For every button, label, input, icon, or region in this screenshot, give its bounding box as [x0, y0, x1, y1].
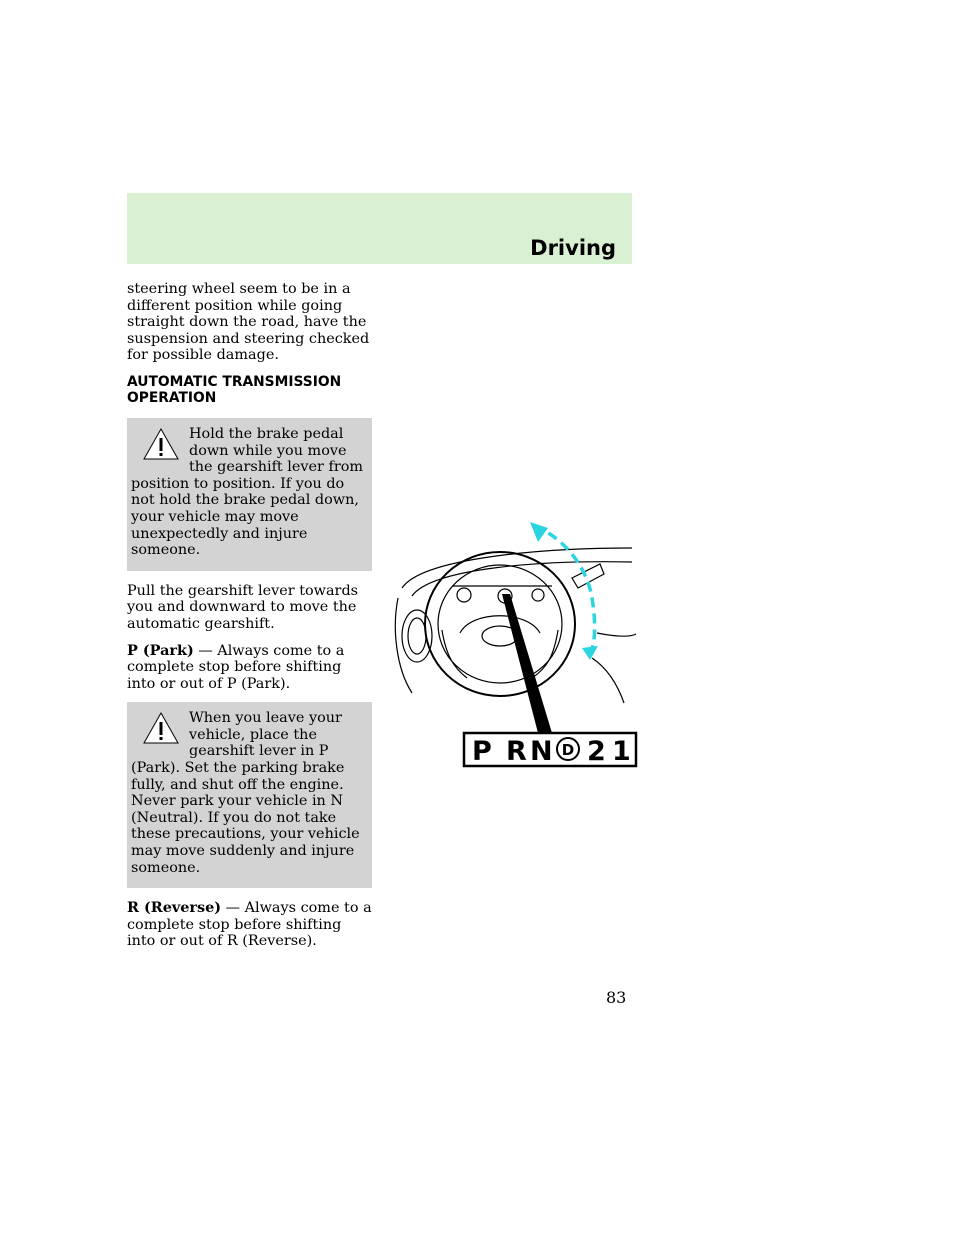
gear-d: D	[562, 741, 574, 759]
warning-text-2: When you leave your vehicle, place the g…	[131, 710, 360, 876]
section-title: Driving	[530, 236, 616, 260]
page-number: 83	[606, 988, 627, 1007]
reverse-term: R (Reverse)	[127, 899, 222, 917]
paragraph-park: P (Park) — Always come to a complete sto…	[127, 641, 372, 693]
gear-n: N	[530, 736, 553, 767]
section-heading: AUTOMATIC TRANSMISSION OPERATION	[127, 373, 342, 406]
warning-box-2: When you leave your vehicle, place the g…	[127, 702, 372, 889]
park-text: — Always come to a complete stop before …	[127, 642, 345, 692]
paragraph-pull: Pull the gearshift lever towards you and…	[127, 582, 359, 632]
reverse-text: — Always come to a complete stop before …	[127, 900, 372, 950]
gear-p: P	[472, 736, 492, 767]
text-column: steering wheel seem to be in a different…	[127, 281, 372, 960]
warning-icon	[143, 712, 179, 744]
warning-icon	[143, 427, 179, 460]
warning-box-1: Hold the brake pedal down while you move…	[127, 417, 372, 571]
pointer-line	[502, 594, 552, 733]
park-term: P (Park)	[127, 641, 194, 659]
shift-direction-arrow	[533, 524, 597, 655]
section-header: Driving	[127, 193, 632, 264]
gear-indicator	[462, 731, 638, 768]
paragraph-reverse: R (Reverse) — Always come to a complete …	[127, 899, 372, 950]
gear-d-circle	[556, 737, 580, 761]
gear-2: 2	[587, 736, 606, 767]
gear-r: R	[506, 736, 527, 767]
paragraph-continued: steering wheel seem to be in a different…	[127, 281, 370, 364]
gearshift-illustration: P R N 2 1 D	[394, 522, 638, 768]
warning-text-1: Hold the brake pedal down while you move…	[131, 425, 364, 559]
gear-1: 1	[612, 736, 631, 767]
